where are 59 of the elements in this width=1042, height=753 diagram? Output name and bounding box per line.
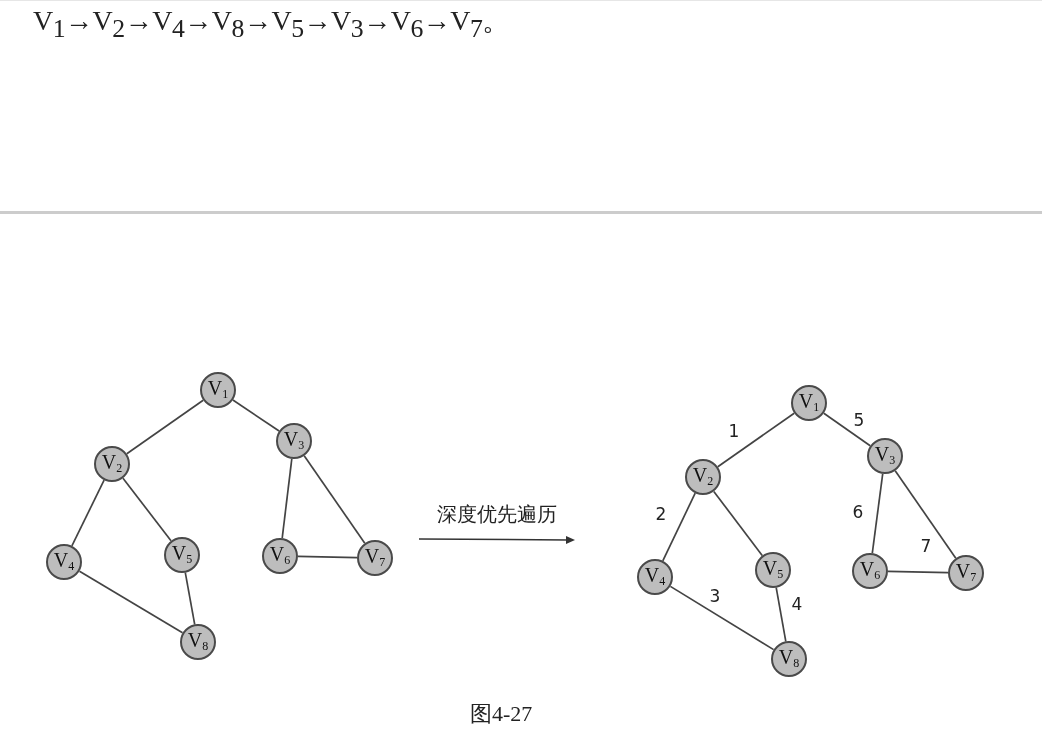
graph-vertex xyxy=(948,555,984,591)
graph-vertex xyxy=(276,423,312,459)
vertex-label: V$_{4}$ xyxy=(53,550,75,572)
graph-edge xyxy=(122,477,172,542)
graph-edge xyxy=(775,586,787,643)
vertex-label: V$_{1}$ xyxy=(798,391,820,413)
graph-vertex xyxy=(200,372,236,408)
operation-label: 深度优先遍历 xyxy=(437,504,557,524)
graph-vertex xyxy=(791,385,827,421)
graph-vertex xyxy=(164,537,200,573)
graph-vertex xyxy=(867,438,903,474)
edge-order-label: 3 xyxy=(708,587,722,605)
graph-vertex xyxy=(852,553,888,589)
vertex-label: V$_{5}$ xyxy=(762,558,784,580)
figure-caption: 图4-27 xyxy=(470,703,533,725)
graph-edge xyxy=(716,412,796,468)
vertex-label: V$_{1}$ xyxy=(207,378,229,400)
edge-order-label: 1 xyxy=(727,422,741,440)
graph-vertex xyxy=(357,540,393,576)
graph-edge xyxy=(303,454,366,545)
graph-edge xyxy=(669,585,775,651)
vertex-label: V$_{2}$ xyxy=(101,452,123,474)
graph-edge xyxy=(712,490,764,557)
vertex-label: V$_{6}$ xyxy=(269,544,291,566)
graph-vertex xyxy=(180,624,216,660)
edge-order-label: 6 xyxy=(851,503,865,521)
edge-order-label: 2 xyxy=(654,505,668,523)
vertex-label: V$_{8}$ xyxy=(778,647,800,669)
vertex-label: V$_{2}$ xyxy=(692,465,714,487)
edge-order-label: 5 xyxy=(852,411,866,429)
graph-vertex xyxy=(637,559,673,595)
graph-edge xyxy=(184,571,196,626)
graph-vertex xyxy=(755,552,791,588)
vertex-label: V$_{8}$ xyxy=(187,630,209,652)
vertex-label: V$_{7}$ xyxy=(955,561,977,583)
graph-edge xyxy=(871,472,884,555)
graph-vertex xyxy=(771,641,807,677)
vertex-label: V$_{6}$ xyxy=(859,559,881,581)
graph-edge xyxy=(125,399,205,455)
graph-vertex xyxy=(262,538,298,574)
vertex-label: V$_{3}$ xyxy=(283,429,305,451)
graph-vertex xyxy=(46,544,82,580)
graph-vertex xyxy=(685,459,721,495)
edge-order-label: 7 xyxy=(919,537,933,555)
graph-edge xyxy=(822,412,872,447)
edge-order-label: 4 xyxy=(790,595,804,613)
graph-edge xyxy=(232,399,280,432)
vertex-label: V$_{4}$ xyxy=(644,565,666,587)
vertex-label: V$_{7}$ xyxy=(364,546,386,568)
graph-edge xyxy=(71,479,105,547)
graph-edge xyxy=(78,570,184,634)
graph-edge xyxy=(297,555,358,559)
graph-edge xyxy=(281,458,293,539)
graph-edge xyxy=(894,469,957,560)
graph-edge xyxy=(661,492,697,562)
graph-edge xyxy=(887,570,949,574)
vertex-label: V$_{5}$ xyxy=(171,543,193,565)
vertex-label: V$_{3}$ xyxy=(874,444,896,466)
graph-vertex xyxy=(94,446,130,482)
